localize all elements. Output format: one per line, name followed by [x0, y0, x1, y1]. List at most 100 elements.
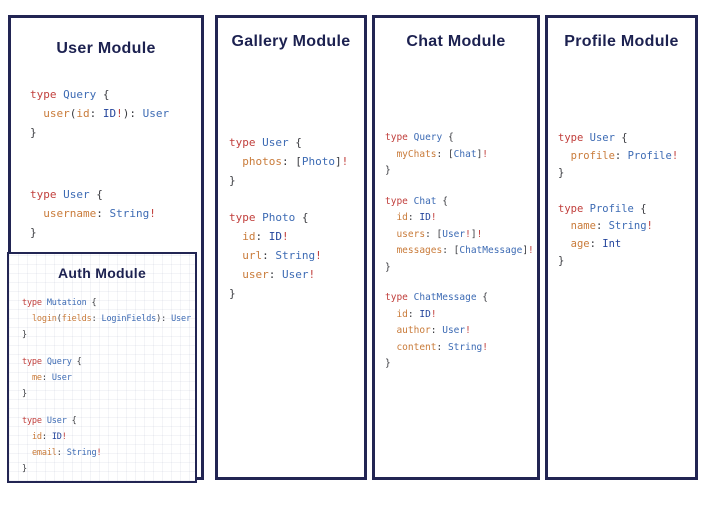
code-token: } — [22, 330, 27, 340]
code-token: { — [96, 88, 110, 101]
code-token — [30, 107, 43, 120]
code-token — [385, 212, 396, 223]
code-line: content: String! — [385, 340, 534, 357]
user-module-title: User Module — [56, 40, 156, 57]
code-token — [385, 229, 396, 240]
code-line: id: ID! — [22, 429, 191, 445]
code-token: User — [63, 188, 90, 201]
code-token: User — [589, 132, 615, 144]
code-token: ): — [156, 314, 172, 324]
code-line: type User { — [229, 133, 348, 152]
code-token: : — [589, 237, 603, 250]
code-line: } — [558, 253, 678, 271]
code-token: Chat — [413, 195, 437, 207]
code-line: type User { — [22, 413, 191, 429]
code-line: } — [30, 123, 169, 142]
code-token: ID — [419, 212, 431, 223]
code-block: type Mutation { login(fields: LoginField… — [22, 295, 191, 343]
code-token: ] — [522, 245, 529, 256]
code-token: String — [608, 220, 647, 232]
code-token: } — [22, 464, 27, 474]
code-token: : — [41, 432, 52, 442]
code-token: User — [46, 416, 67, 426]
code-token: } — [229, 287, 236, 300]
code-line: user(id: ID!): User — [30, 104, 169, 123]
code-token — [22, 432, 32, 442]
code-line: } — [229, 171, 348, 190]
code-line: id: ID! — [229, 227, 348, 246]
code-line: username: String! — [30, 204, 169, 223]
code-token: email — [31, 448, 57, 458]
code-token: : — [430, 325, 443, 336]
code-token: User — [262, 136, 289, 149]
code-token — [558, 238, 571, 250]
code-token: User — [171, 314, 191, 324]
code-token: id — [31, 432, 42, 442]
code-token: ! — [430, 212, 437, 223]
code-token: type — [22, 416, 42, 426]
code-token: Query — [413, 132, 443, 143]
code-token: ! — [465, 325, 471, 336]
code-token: { — [86, 298, 97, 308]
code-block: type User { profile: Profile!} — [558, 130, 678, 183]
code-token: } — [30, 126, 37, 139]
code-line: type Query { — [30, 85, 169, 104]
code-token: name — [570, 220, 596, 232]
code-line: login(fields: LoginFields): User — [22, 311, 191, 327]
code-token: photos — [242, 155, 282, 168]
code-line: profile: Profile! — [558, 148, 679, 166]
code-line: age: Int — [558, 236, 678, 254]
code-token: { — [476, 292, 488, 303]
code-token: String — [109, 207, 150, 220]
code-token: id — [396, 212, 408, 223]
code-block: type User { photos: [Photo]!} — [229, 133, 348, 190]
code-token: } — [229, 174, 236, 187]
code-token: type — [385, 195, 408, 207]
code-token: id — [242, 230, 256, 243]
code-line: type Query { — [22, 354, 191, 370]
auth-module-title: Auth Module — [57, 265, 147, 281]
code-token: { — [295, 211, 309, 224]
code-token: me — [31, 373, 42, 383]
code-token: ): — [122, 107, 143, 120]
code-token: ! — [465, 228, 471, 240]
code-token: ! — [61, 432, 67, 442]
code-token: ! — [482, 341, 489, 353]
code-token — [385, 342, 396, 353]
user-module-code: type Query { user(id: ID!): User} type Us… — [30, 85, 169, 285]
code-line: type Query { — [385, 130, 534, 147]
code-token: : [ — [425, 228, 443, 240]
profile-module-code: type User { profile: Profile!}type Profi… — [558, 130, 678, 289]
code-token: ChatMessage — [459, 245, 523, 256]
code-token: { — [71, 357, 82, 367]
code-token: : — [407, 308, 420, 320]
code-token: } — [385, 358, 391, 369]
code-line: users: [User!]! — [385, 227, 534, 244]
code-token: LoginFields — [101, 314, 157, 324]
code-token: } — [558, 167, 565, 179]
code-line: } — [22, 461, 191, 477]
code-token — [558, 150, 571, 162]
code-token: ! — [282, 230, 289, 243]
code-token: : [ — [282, 155, 302, 168]
code-token: ( — [56, 314, 62, 324]
code-line: } — [229, 284, 348, 303]
code-token: Mutation — [46, 298, 87, 308]
code-line: type Photo { — [229, 208, 348, 227]
code-token: ] — [335, 155, 342, 168]
code-token: myChats — [396, 148, 437, 160]
code-line: type User { — [558, 130, 678, 148]
code-token: type — [30, 88, 57, 101]
code-token: User — [442, 228, 466, 240]
code-token: { — [66, 416, 77, 426]
code-line: user: User! — [229, 265, 348, 284]
code-token: id — [76, 107, 90, 120]
code-token: id — [396, 308, 408, 320]
auth-module-box: Auth Module type Mutation { login(fields… — [7, 252, 197, 483]
code-token: ] — [476, 148, 483, 160]
code-token: content — [396, 341, 437, 353]
code-token: { — [288, 136, 302, 149]
code-token: } — [385, 165, 391, 176]
gallery-module-title: Gallery Module — [231, 33, 351, 50]
code-token: : — [91, 314, 102, 324]
